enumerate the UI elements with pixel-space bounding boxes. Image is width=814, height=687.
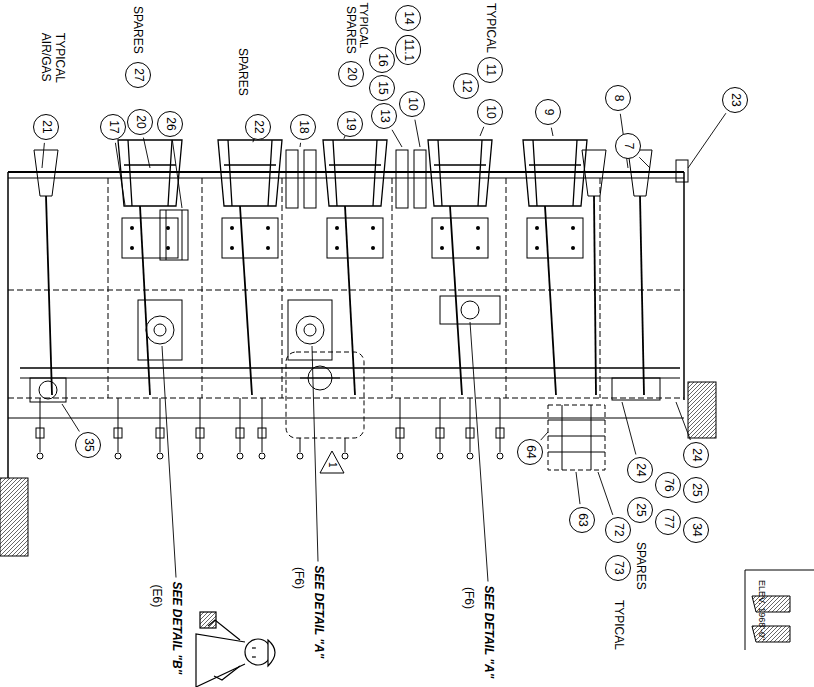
leader-line: [392, 130, 402, 147]
leader-line: [143, 138, 150, 168]
note-text: SPARES: [343, 6, 357, 54]
concrete-support: [0, 478, 28, 556]
leader-line: [162, 346, 176, 578]
leader-line: [541, 432, 548, 440]
leader-line: [480, 127, 484, 136]
callout-number: 11.1: [395, 35, 421, 65]
leader-line: [115, 143, 125, 205]
callout-number: 19: [337, 111, 363, 137]
callout-number: 26: [157, 111, 183, 137]
leader-line: [470, 322, 488, 582]
note-text: TYPICAL: [611, 600, 625, 650]
note-text: (F6): [461, 587, 475, 609]
callout-number: 11: [477, 57, 503, 83]
leader-line: [300, 143, 302, 147]
leader-lines: [42, 113, 726, 581]
callout-number: 24: [683, 442, 709, 468]
note-text: SPARES: [235, 48, 249, 96]
note-text: TYPICAL AIR/GAS: [38, 33, 66, 95]
revision-number: 1: [326, 462, 338, 468]
callout-number: 23: [722, 87, 748, 113]
leader-line: [676, 402, 690, 440]
leader-line: [62, 404, 79, 432]
callout-number: 73: [605, 555, 631, 581]
leader-line: [688, 113, 726, 168]
leader-line: [42, 143, 44, 168]
leader-line: [344, 136, 345, 139]
callout-number: 25: [683, 477, 709, 503]
callout-number: 72: [605, 517, 631, 543]
detail-reference: SEE DETAIL "A": [311, 566, 325, 659]
callout-number: 8: [605, 85, 631, 111]
leader-line: [312, 346, 318, 562]
callout-number: 17: [100, 114, 126, 140]
leader-line: [551, 128, 553, 136]
callout-number: 9: [535, 99, 561, 125]
leader-line: [576, 472, 580, 504]
leader-line: [639, 157, 650, 168]
leader-line: [622, 402, 636, 455]
detail-reference: SEE DETAIL "A": [481, 586, 495, 679]
callout-number: 12: [453, 73, 479, 99]
callout-number: 7: [615, 133, 641, 159]
callout-number: 25: [627, 497, 653, 523]
callout-number: 14: [395, 5, 421, 31]
callout-number: 64: [517, 439, 543, 465]
callout-number: 13: [371, 103, 397, 129]
leader-line: [172, 140, 182, 208]
detail-reference: SEE DETAIL "B": [169, 582, 183, 675]
callout-number: 24: [627, 457, 653, 483]
note-text: SPARES: [633, 542, 647, 590]
callout-number: 20: [127, 109, 153, 135]
callout-number: 10: [399, 91, 425, 117]
callout-number: 35: [75, 432, 101, 458]
callout-number: 21: [33, 114, 59, 140]
note-text: TYPICAL: [483, 3, 497, 53]
callout-number: 77: [655, 509, 681, 535]
concrete-support: [688, 382, 716, 438]
note-text: (E6): [149, 585, 163, 608]
note-text: TYPICAL: [358, 2, 371, 48]
callout-number: 34: [683, 517, 709, 543]
note-text: ELEV. 1968'-0": [757, 580, 767, 640]
callout-number: 76: [655, 472, 681, 498]
callout-number: 16: [369, 47, 395, 73]
leader-line: [598, 472, 613, 515]
callout-number: 18: [290, 114, 316, 140]
callout-number: 63: [569, 507, 595, 533]
callout-number: 27: [125, 62, 151, 88]
callout-number: 15: [369, 75, 395, 101]
note-text: SPARES: [130, 6, 144, 54]
leader-line: [415, 120, 420, 147]
callout-number: 10: [477, 99, 503, 125]
note-text: (F6): [291, 567, 305, 589]
callout-number: 22: [245, 114, 271, 140]
callout-number: 20: [338, 61, 364, 87]
